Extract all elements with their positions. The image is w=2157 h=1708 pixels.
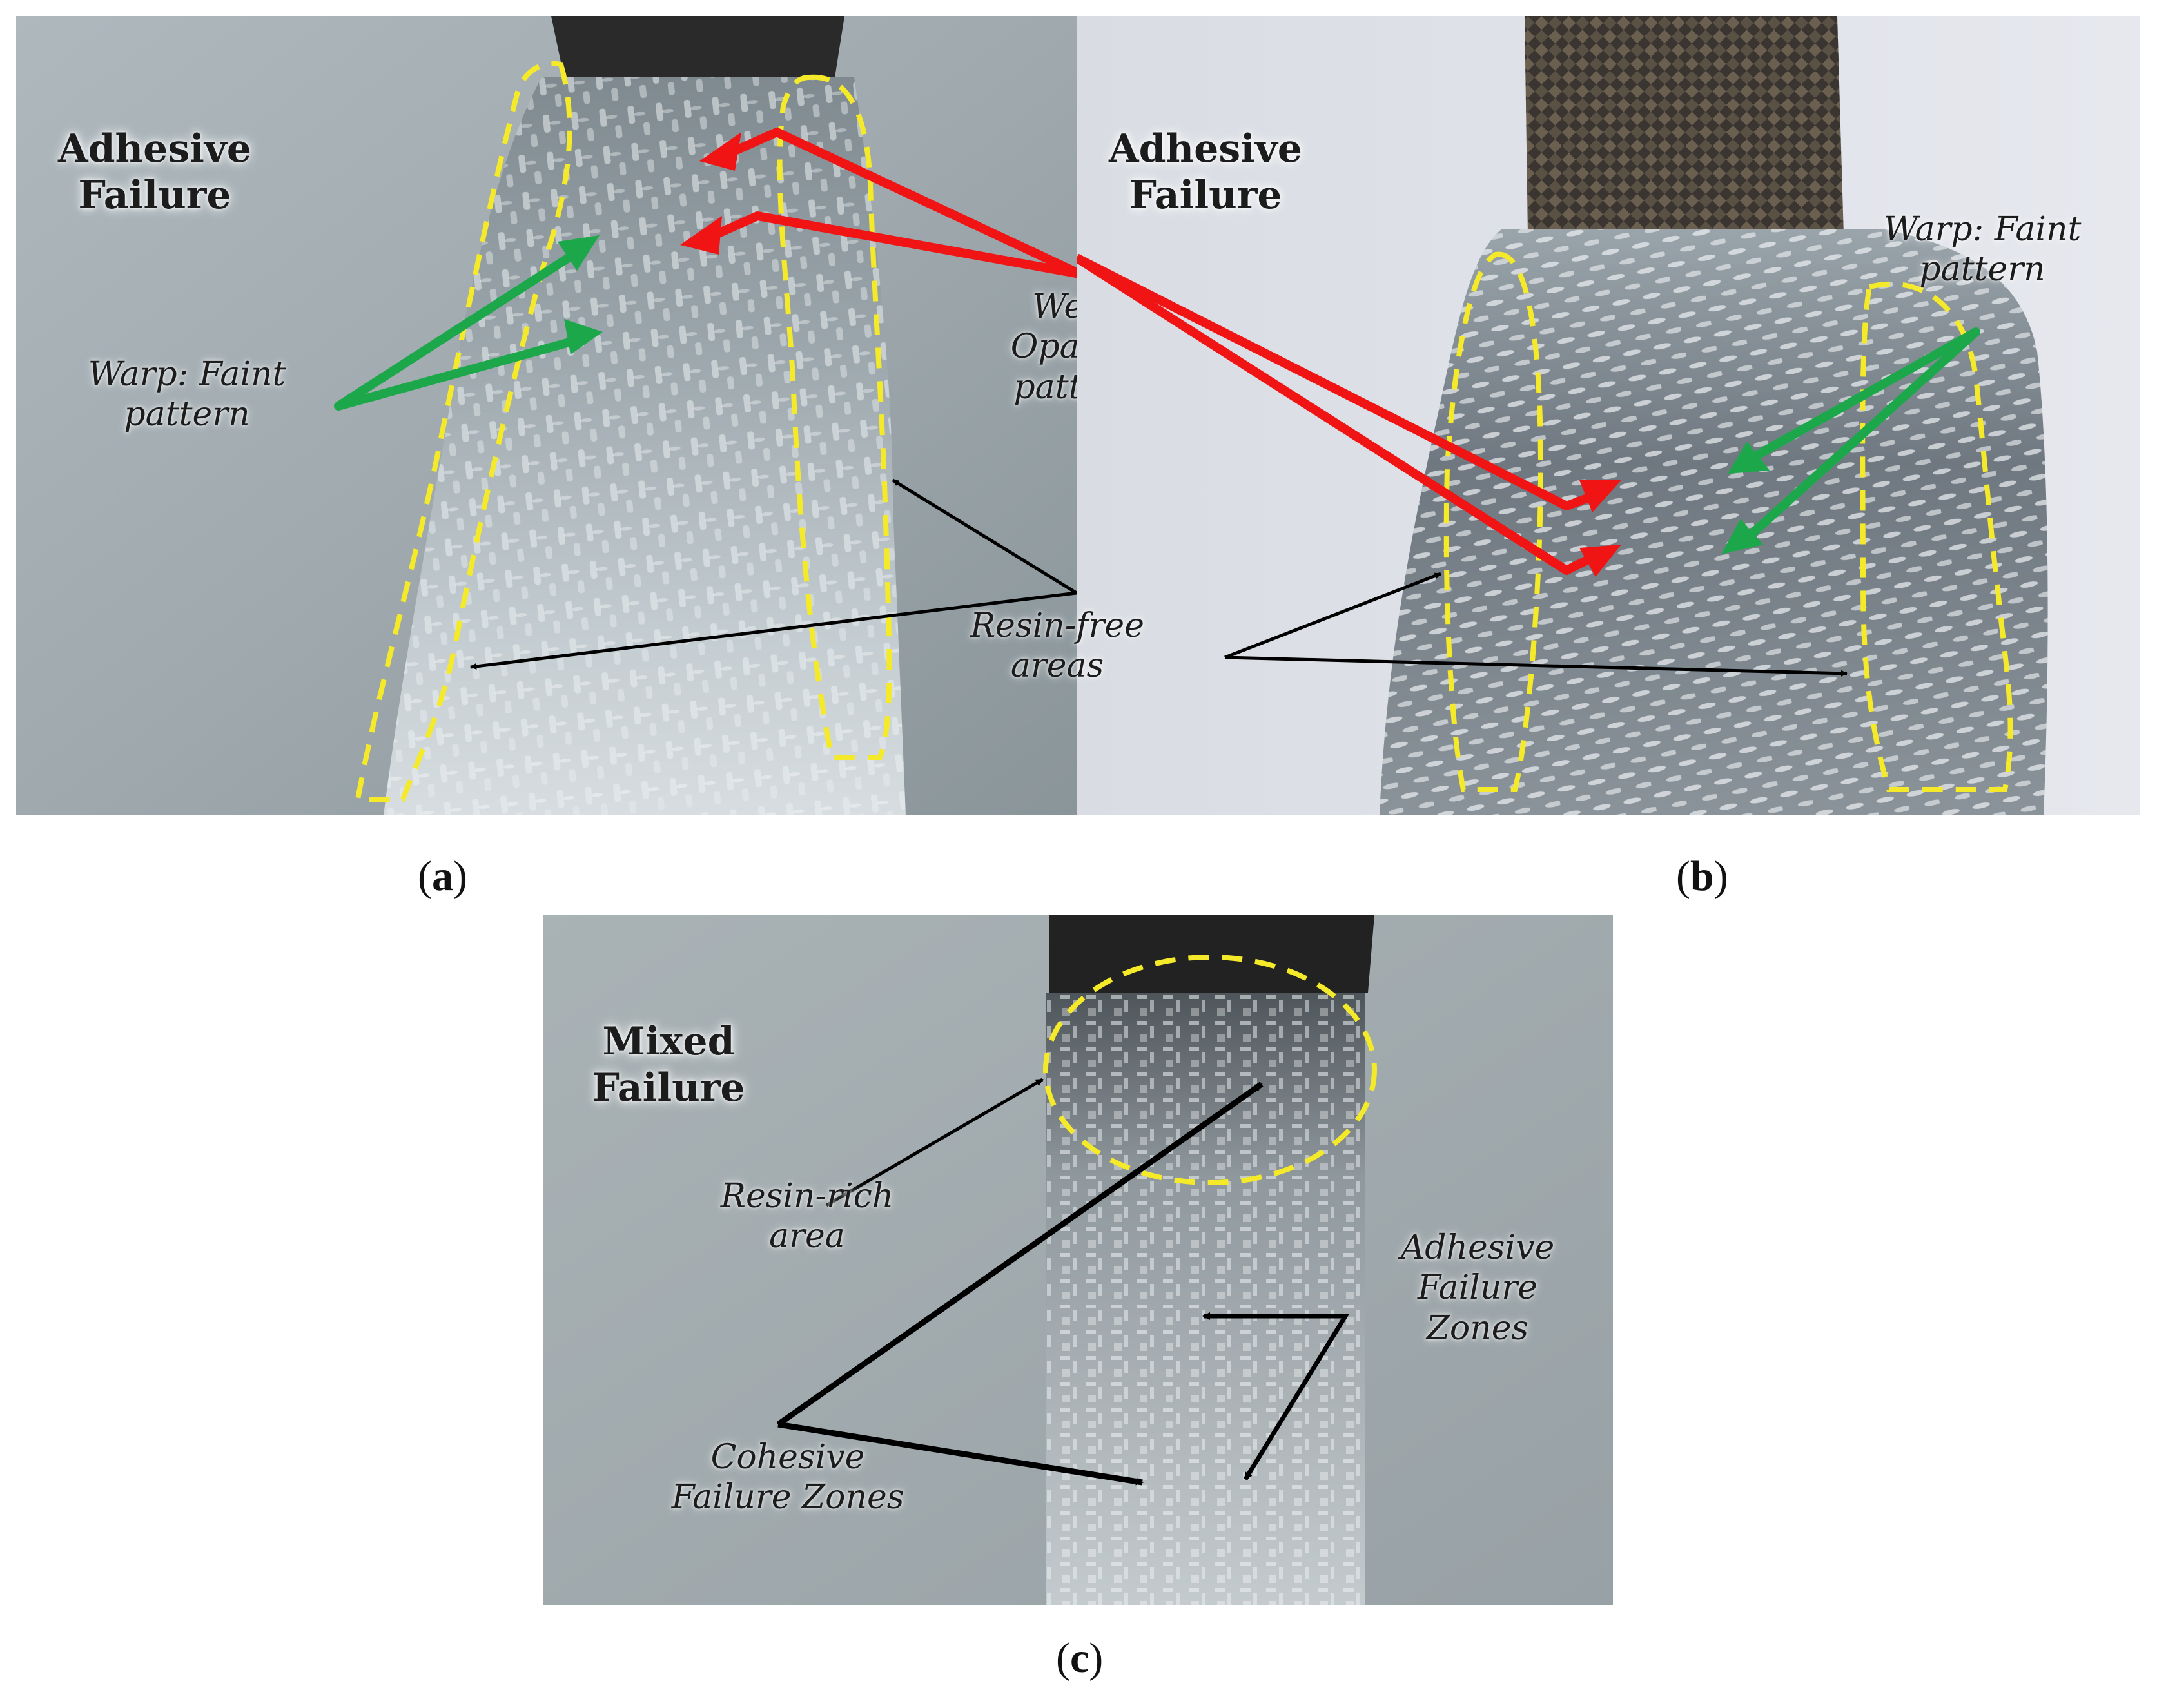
warp-arrowhead-1 <box>558 235 600 271</box>
weft-arrow-red-b <box>1077 253 1595 575</box>
weft-arrow-red <box>698 128 1077 278</box>
weft-arrowhead-1 <box>699 132 741 171</box>
resin-rich-outline <box>1043 955 1377 1185</box>
warp-arrowhead-b1 <box>1728 442 1770 474</box>
caption-b: (b) <box>1676 853 1728 900</box>
resin-free-outline-b-left <box>1443 251 1544 792</box>
caption-a: (a) <box>418 853 467 900</box>
panel-c-specimen-image <box>543 915 1613 1605</box>
panel-c-annotations <box>776 955 1377 1486</box>
resin-rich-pointer <box>825 1078 1044 1207</box>
resin-free-outline-left <box>355 61 572 802</box>
resin-free-pointer-2 <box>470 591 1077 670</box>
weft-arrowhead-b2 <box>1579 545 1621 577</box>
panel-b-annotations <box>1077 251 2013 792</box>
resin-free-outline-right <box>777 74 892 760</box>
warp-arrow-green <box>334 244 588 411</box>
adhesive-pointer <box>1210 1314 1350 1480</box>
warp-arrow-green-b <box>1742 327 1980 543</box>
cohesive-pointer-1 <box>776 1082 1264 1427</box>
caption-c: (c) <box>1056 1635 1104 1682</box>
panel-a-annotations <box>334 61 1077 802</box>
weft-arrowhead-2 <box>680 216 722 255</box>
resin-free-outline-b-right <box>1860 281 2013 792</box>
cohesive-pointer-2 <box>777 1421 1144 1486</box>
warp-arrowhead-2 <box>564 319 603 354</box>
panel-a-weft-label: Weft:Opaquepattern <box>1010 287 1077 407</box>
resin-free-pointer-1 <box>892 478 1077 595</box>
weft-arrowhead-b1 <box>1579 480 1621 512</box>
resin-free-pointer-b2 <box>1224 655 1848 677</box>
warp-arrowhead-b2 <box>1721 519 1763 554</box>
resin-free-pointer-b1 <box>1224 572 1441 659</box>
panel-b-specimen-image <box>1077 16 2140 815</box>
